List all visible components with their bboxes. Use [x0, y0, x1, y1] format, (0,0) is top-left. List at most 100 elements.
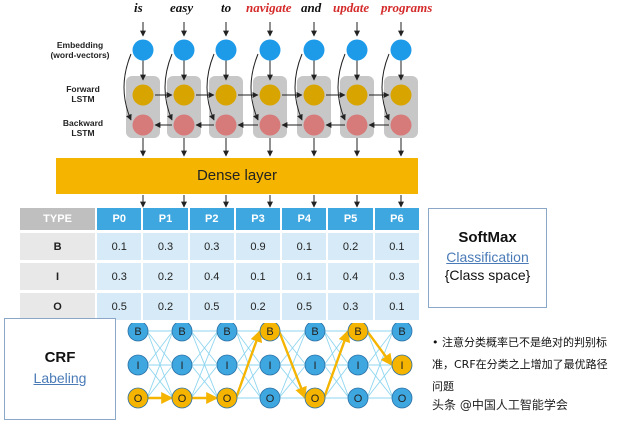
word-0: is [134, 0, 143, 15]
table-cell: 0.1 [281, 261, 329, 293]
crf-node-label: B [354, 326, 361, 338]
backward-lstm-node [259, 114, 281, 136]
table-row: B 0.1 0.3 0.3 0.9 0.1 0.2 0.1 [20, 231, 422, 263]
softmax-title: SoftMax [458, 229, 517, 246]
softmax-box: SoftMax Classification {Class space} [428, 208, 547, 308]
lstm-layer [123, 22, 418, 157]
embed-to-backward-arrow [337, 53, 346, 121]
table-cell: 0.1 [373, 231, 422, 263]
embedding-label-line1: Embedding [56, 40, 104, 50]
embed-to-backward-arrow [381, 53, 390, 121]
crf-node-label: O [398, 393, 407, 405]
note-text: • 注意分类概率已不是绝对的判别标准，CRF在分类之上增加了最优路径问题 [432, 336, 608, 393]
crf-node-label: O [223, 393, 232, 405]
table-cell: 0.3 [188, 231, 236, 263]
softmax-class-space: {Class space} [444, 267, 531, 283]
crf-node-label: O [178, 393, 187, 405]
table-cell: 0.1 [234, 261, 283, 293]
table-cell: 0.2 [142, 261, 190, 293]
embedding-node [215, 39, 237, 61]
embedding-node [303, 39, 325, 61]
embedding-label-line2: (word-vectors) [50, 50, 110, 60]
table-row: O 0.5 0.2 0.5 0.2 0.5 0.3 0.1 [20, 291, 422, 323]
crf-node-label: B [266, 326, 273, 338]
crf-best-path-edge [277, 330, 307, 400]
crf-labeling-link[interactable]: Labeling [33, 370, 87, 386]
backward-lstm-node [303, 114, 325, 136]
crf-edge [146, 364, 174, 399]
watermark: 头条 @中国人工智能学会 [432, 398, 568, 412]
dense-arrows [140, 195, 404, 208]
crf-edge [235, 364, 262, 399]
crf-node [304, 354, 326, 376]
table-cell: 0.1 [96, 231, 144, 263]
forward-lstm-node [132, 84, 154, 106]
word-1: easy [170, 0, 194, 15]
embed-to-backward-arrow [206, 53, 215, 121]
table-cell: 0.2 [327, 231, 375, 263]
crf-node-label: I [180, 360, 183, 372]
crf-node-label: O [266, 393, 275, 405]
row-label: O [20, 291, 98, 323]
crf-edge [278, 364, 307, 399]
table-cell: 0.3 [327, 291, 375, 323]
crf-node-label: B [311, 326, 318, 338]
dense-layer-label: Dense layer [196, 167, 278, 184]
word-4: and [301, 0, 322, 15]
crf-node-label: I [400, 360, 403, 372]
forward-lstm-node [390, 84, 412, 106]
embed-to-backward-arrow [250, 53, 259, 121]
col-header-p5: P5 [327, 208, 375, 233]
table-cell: 0.5 [96, 291, 144, 323]
crf-node-label: I [268, 360, 271, 372]
table-cell: 0.1 [281, 231, 329, 263]
crf-node [127, 387, 149, 409]
embedding-node [132, 39, 154, 61]
crf-node-label: I [136, 360, 139, 372]
softmax-classification-link[interactable]: Classification [446, 249, 529, 265]
crf-node-label: I [356, 360, 359, 372]
crf-best-path-edge [322, 329, 351, 399]
table-cell: 0.1 [373, 291, 422, 323]
table-cell: 0.5 [188, 291, 236, 323]
crf-node [259, 387, 281, 409]
table-cell: 0.5 [281, 291, 329, 323]
crf-node-label: O [134, 393, 143, 405]
table-cell: 0.2 [234, 291, 283, 323]
forward-lstm-node [215, 84, 237, 106]
crf-edge [190, 330, 219, 399]
embed-to-backward-arrow [164, 53, 173, 121]
forward-lstm-node [259, 84, 281, 106]
word-2: to [221, 0, 232, 15]
crf-node [216, 354, 238, 376]
crf-edge [146, 330, 174, 366]
crf-node-label: B [223, 326, 230, 338]
backward-lstm-node [132, 114, 154, 136]
crf-node [171, 354, 193, 376]
crf-node-label: B [134, 326, 141, 338]
crf-best-path-edge [366, 330, 393, 366]
backward-lstm-node [346, 114, 368, 136]
table-cell: 0.4 [188, 261, 236, 293]
crf-node-label: O [354, 393, 363, 405]
table-row: I 0.3 0.2 0.4 0.1 0.1 0.4 0.3 [20, 261, 422, 293]
crf-edge [146, 330, 174, 399]
table-cell: 0.2 [142, 291, 190, 323]
crf-best-path-edge [234, 329, 263, 399]
backward-label: Backward LSTM [48, 118, 118, 138]
crf-node [347, 387, 369, 409]
forward-lstm-node [346, 84, 368, 106]
type-header: TYPE [20, 208, 98, 233]
table-cell: 0.3 [96, 261, 144, 293]
crf-edge [366, 330, 394, 399]
crf-edge [323, 364, 350, 399]
crf-node-label: B [178, 326, 185, 338]
crf-node [259, 354, 281, 376]
embed-to-backward-arrow [123, 53, 132, 121]
crf-edge [190, 364, 219, 399]
crf-node-label: B [398, 326, 405, 338]
row-label: B [20, 231, 98, 263]
crf-node-label: I [225, 360, 228, 372]
